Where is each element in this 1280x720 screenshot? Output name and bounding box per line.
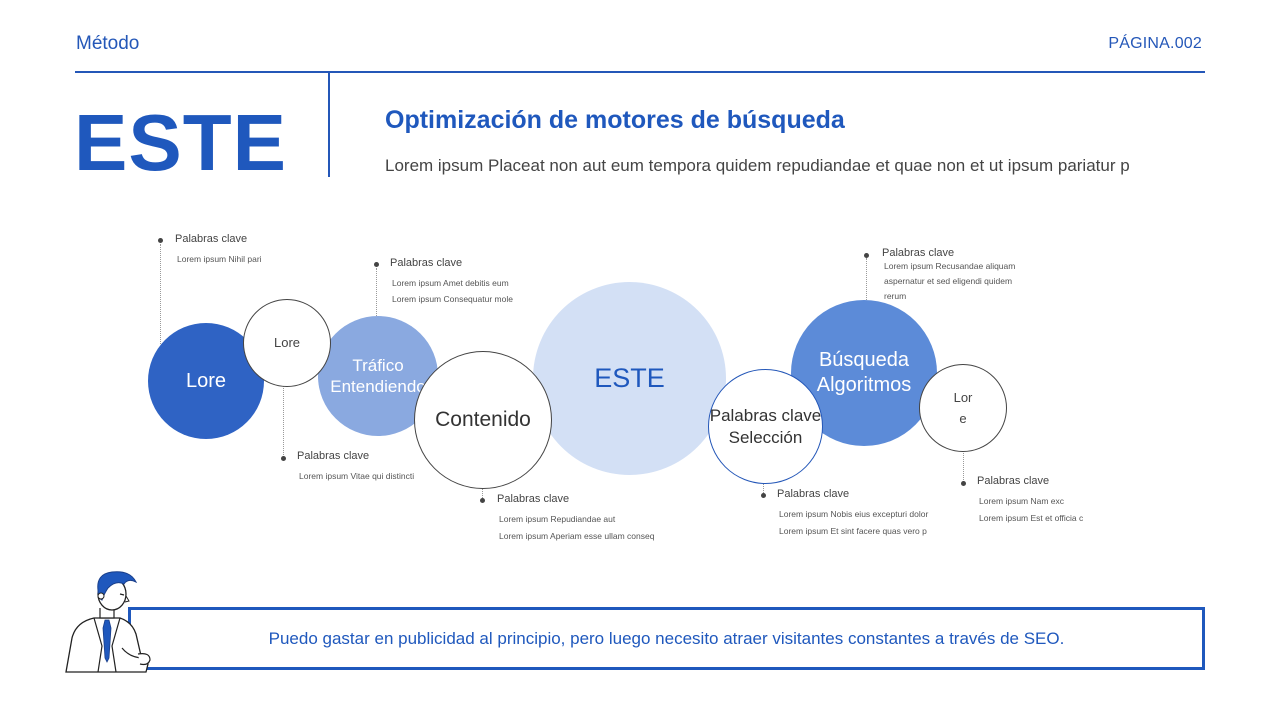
annotation-2-line: Lorem ipsum Amet debitis eum (392, 278, 509, 288)
annotation-3-line: Lorem ipsum Vitae qui distincti (299, 471, 415, 481)
circle-8: Lor e (919, 364, 1007, 452)
circle-8-label-line2: e (959, 411, 967, 426)
annotation-7-line: Lorem ipsum Est et officia c (979, 513, 1084, 523)
circle-center: ESTE (533, 282, 726, 475)
page-number: PÁGINA.002 (1108, 35, 1202, 52)
circle-4-label: Contenido (435, 407, 531, 431)
annotation-5-title: Palabras clave (882, 247, 955, 259)
connector-line (160, 244, 161, 344)
circle-1: Lore (148, 323, 264, 439)
circle-1-label: Lore (185, 369, 227, 392)
connector-line (763, 478, 764, 495)
subtitle: Optimización de motores de búsqueda (385, 106, 845, 134)
annotation-dot (761, 493, 766, 498)
annotation-dot (158, 238, 163, 243)
annotation-4-title: Palabras clave (497, 493, 570, 505)
circle-6-label-line2: Selección (728, 427, 803, 447)
annotation-2-line: Lorem ipsum Consequatur mole (392, 294, 513, 304)
circle-6-label-line1: Palabras clave (709, 406, 822, 426)
annotation-7-title: Palabras clave (977, 475, 1050, 487)
circle-3-label-line2: Entendiendo (330, 377, 426, 396)
connector-line (963, 450, 964, 484)
circle-4: Contenido (414, 351, 552, 489)
annotation-dot (374, 262, 379, 267)
circle-3-label-line1: Tráfico (352, 355, 404, 375)
annotation-3-title: Palabras clave (297, 450, 370, 462)
annotation-5-line: aspernatur et sed eligendi quidem (884, 276, 1013, 286)
page-title: ESTE (74, 98, 287, 187)
annotation-dot (480, 498, 485, 503)
connector-line (376, 268, 377, 318)
annotation-dot (281, 456, 286, 461)
connector-line (866, 258, 867, 304)
section-label: Método (76, 33, 140, 54)
circle-7-label-line2: Algoritmos (816, 374, 912, 396)
annotation-dot (961, 481, 966, 486)
annotation-dot (864, 253, 869, 258)
title-divider (328, 73, 330, 177)
annotation-4-line: Lorem ipsum Repudiandae aut (499, 514, 616, 524)
circle-7-label-line1: Búsqueda (818, 349, 910, 371)
connector-line (283, 385, 284, 457)
header-divider (75, 71, 1205, 73)
annotation-6-title: Palabras clave (777, 488, 850, 500)
circle-2-label: Lore (273, 334, 301, 350)
annotation-1-title: Palabras clave (175, 233, 248, 245)
annotation-6-line: Lorem ipsum Et sint facere quas vero p (779, 526, 927, 536)
businessman-illustration (65, 571, 151, 673)
quote-text: Puedo gastar en publicidad al principio,… (268, 628, 1065, 648)
annotation-1-line: Lorem ipsum Nihil pari (177, 254, 262, 264)
annotation-4-line: Lorem ipsum Aperiam esse ullam conseq (499, 531, 655, 541)
circle-8-label-line1: Lor (953, 390, 973, 405)
circle-2: Lore (243, 299, 331, 387)
circle-center-label: ESTE (594, 362, 665, 393)
annotation-5-line: Lorem ipsum Recusandae aliquam (884, 261, 1016, 271)
annotation-6-line: Lorem ipsum Nobis eius excepturi dolor (779, 509, 929, 519)
annotation-5-line: rerum (884, 291, 907, 301)
annotation-7-line: Lorem ipsum Nam exc (979, 496, 1065, 506)
description: Lorem ipsum Placeat non aut eum tempora … (385, 156, 1130, 175)
annotation-2-title: Palabras clave (390, 257, 463, 269)
